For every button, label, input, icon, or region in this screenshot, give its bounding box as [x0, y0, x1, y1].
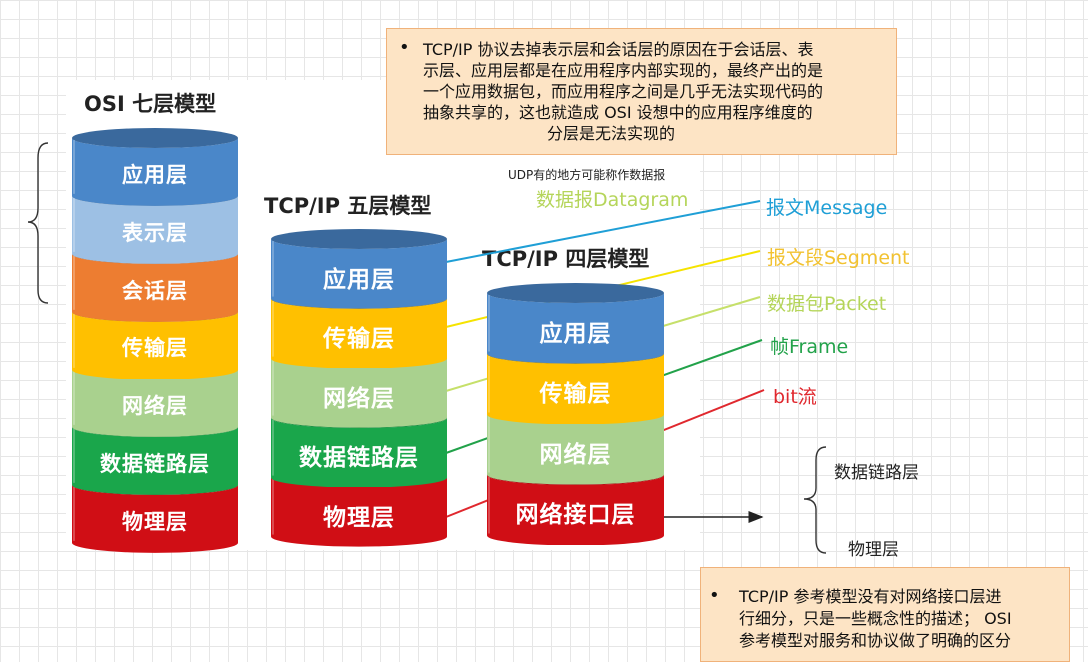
pdu-packet-label: 数据包Packet [767, 293, 887, 315]
top-note-line: 抽象共享的，这也就造成 OSI 设想中的应用程序维度的 [423, 103, 813, 122]
osi-stack: 应用层 表示层 会话层 传输层 网络层 数据链路层 物理层 [72, 128, 238, 553]
tcpip4-model-title: TCP/IP 四层模型 [482, 247, 650, 271]
interface-brace [803, 446, 827, 554]
tcpip4-layer-label: 网络层 [539, 441, 612, 468]
udp-note: UDP有的地方可能称作数据报 [508, 168, 666, 182]
datagram-label: 数据报Datagram [536, 189, 689, 211]
bottom-note-line: 行细分，只是一些概念性的描述； OSI [739, 609, 1012, 628]
tcpip4-stack: 应用层 传输层 网络层 网络接口层 [487, 283, 664, 545]
tcpip4-layer-label: 应用层 [539, 320, 612, 347]
osi-upper-brace [27, 142, 49, 304]
osi-layer-label: 网络层 [122, 394, 188, 419]
osi-layer-label: 物理层 [122, 510, 188, 535]
tcpip5-stack: 应用层 传输层 网络层 数据链路层 物理层 [271, 229, 447, 547]
bottom-note: • TCP/IP 参考模型没有对网络接口层进 行细分，只是一些概念性的描述； O… [700, 567, 1070, 662]
pdu-message-label: 报文Message [766, 197, 888, 219]
osi-layer-label: 表示层 [122, 220, 188, 245]
tcpip4-layer-label: 网络接口层 [515, 502, 636, 529]
top-note: • TCP/IP 协议去掉表示层和会话层的原因在于会话层、表 示层、应用层都是在… [386, 28, 897, 155]
osi-layer-label: 传输层 [122, 336, 188, 361]
osi-layer-label: 会话层 [122, 278, 188, 303]
top-note-line: 分层是无法实现的 [547, 124, 676, 143]
tcpip4-layer-application: 应用层 [487, 283, 664, 364]
top-note-line: 一个应用数据包，而应用程序之间是几乎无法实现代码的 [423, 82, 824, 101]
osi-layer-label: 数据链路层 [100, 452, 210, 477]
connector-message [445, 200, 761, 263]
tcpip5-layer-label: 网络层 [323, 385, 395, 412]
tcpip5-layer-application: 应用层 [271, 229, 447, 309]
tcpip5-layer-label: 传输层 [323, 326, 395, 353]
osi-model-title: OSI 七层模型 [84, 92, 217, 116]
top-note-line: 示层、应用层都是在应用程序内部实现的，最终产出的是 [423, 61, 824, 80]
interface-sublayer-physical: 物理层 [848, 540, 899, 560]
osi-layer-application: 应用层 [72, 128, 238, 206]
bullet-icon: • [709, 585, 720, 606]
pdu-frame-label: 帧Frame [770, 336, 849, 358]
tcpip5-layer-label: 数据链路层 [299, 445, 419, 472]
osi-layer-label: 应用层 [122, 162, 188, 187]
bottom-note-line: TCP/IP 参考模型没有对网络接口层进 [739, 587, 1002, 606]
interface-sublayer-datalink: 数据链路层 [834, 463, 919, 483]
tcpip5-model-title: TCP/IP 五层模型 [264, 194, 432, 218]
tcpip4-layer-label: 传输层 [539, 381, 612, 408]
pdu-bit-label: bit流 [773, 386, 817, 408]
pdu-segment-label: 报文段Segment [767, 247, 910, 269]
top-note-line: TCP/IP 协议去掉表示层和会话层的原因在于会话层、表 [423, 40, 814, 59]
tcpip5-layer-label: 应用层 [323, 266, 395, 293]
bullet-icon: • [399, 37, 410, 58]
bottom-note-line: 参考模型对服务和协议做了明确的区分 [739, 631, 1012, 650]
tcpip5-layer-label: 物理层 [323, 504, 395, 531]
